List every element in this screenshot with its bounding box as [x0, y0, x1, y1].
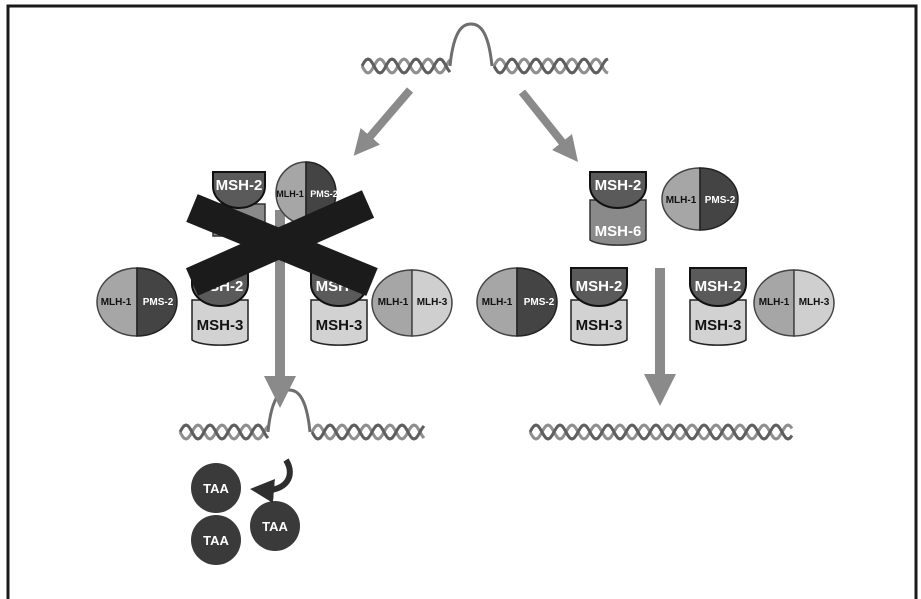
taa-label: TAA	[203, 481, 229, 496]
mlh1-label: MLH-1	[759, 297, 790, 308]
mlh1-label: MLH-1	[378, 297, 409, 308]
taa-repeat-3: TAA	[250, 501, 300, 551]
msh3-label: MSH-3	[695, 317, 742, 334]
taa-label: TAA	[262, 519, 288, 534]
dna-double-helix-icon	[528, 423, 794, 441]
msh2-label: MSH-2	[595, 177, 642, 194]
msh3-label: MSH-3	[316, 317, 363, 334]
mlh1-label: MLH-1	[482, 297, 513, 308]
msh2-label: MSH-2	[695, 278, 742, 295]
mlh1-pms2-dimer-right: MLH-1 PMS-2	[476, 267, 558, 337]
pms2-label: PMS-2	[524, 297, 555, 308]
arrow-to-right-pathway	[518, 89, 578, 162]
msh2-msh6-complex-right: MSH-2 MSH-6	[589, 171, 647, 246]
curved-arrow-icon	[250, 458, 293, 503]
pms2-label: PMS-2	[143, 297, 174, 308]
msh2-msh3-complex-right-1: MSH-2 MSH-3	[570, 267, 628, 346]
taa-repeat-1: TAA	[191, 463, 241, 513]
mlh1-pms2-dimer-left: MLH-1 PMS-2	[96, 267, 178, 337]
msh2-label: MSH-2	[216, 177, 263, 194]
taa-repeat-2: TAA	[191, 515, 241, 565]
msh2-label: MSH-2	[576, 278, 623, 295]
pms2-label: PMS-2	[705, 195, 736, 206]
mlh1-mlh3-dimer-right: MLH-1 MLH-3	[753, 269, 835, 337]
pms2-label: PMS-2	[310, 189, 338, 199]
mlh1-label: MLH-1	[666, 195, 697, 206]
msh2-msh3-complex-right-2: MSH-2 MSH-3	[689, 267, 747, 346]
mlh1-label: MLH-1	[276, 189, 304, 199]
mlh3-label: MLH-3	[799, 297, 830, 308]
mlh1-pms2-dimer-top-right: MLH-1 PMS-2	[661, 167, 739, 231]
x-cross-icon	[185, 190, 378, 296]
mlh3-label: MLH-3	[417, 297, 448, 308]
taa-label: TAA	[203, 533, 229, 548]
msh6-label: MSH-6	[595, 223, 642, 240]
mlh1-mlh3-dimer-left: MLH-1 MLH-3	[371, 269, 453, 337]
msh3-label: MSH-3	[576, 317, 623, 334]
dna-with-insertion-loop-icon	[360, 22, 609, 75]
msh3-label: MSH-3	[197, 317, 244, 334]
mlh1-label: MLH-1	[101, 297, 132, 308]
arrow-to-left-pathway	[353, 87, 414, 156]
